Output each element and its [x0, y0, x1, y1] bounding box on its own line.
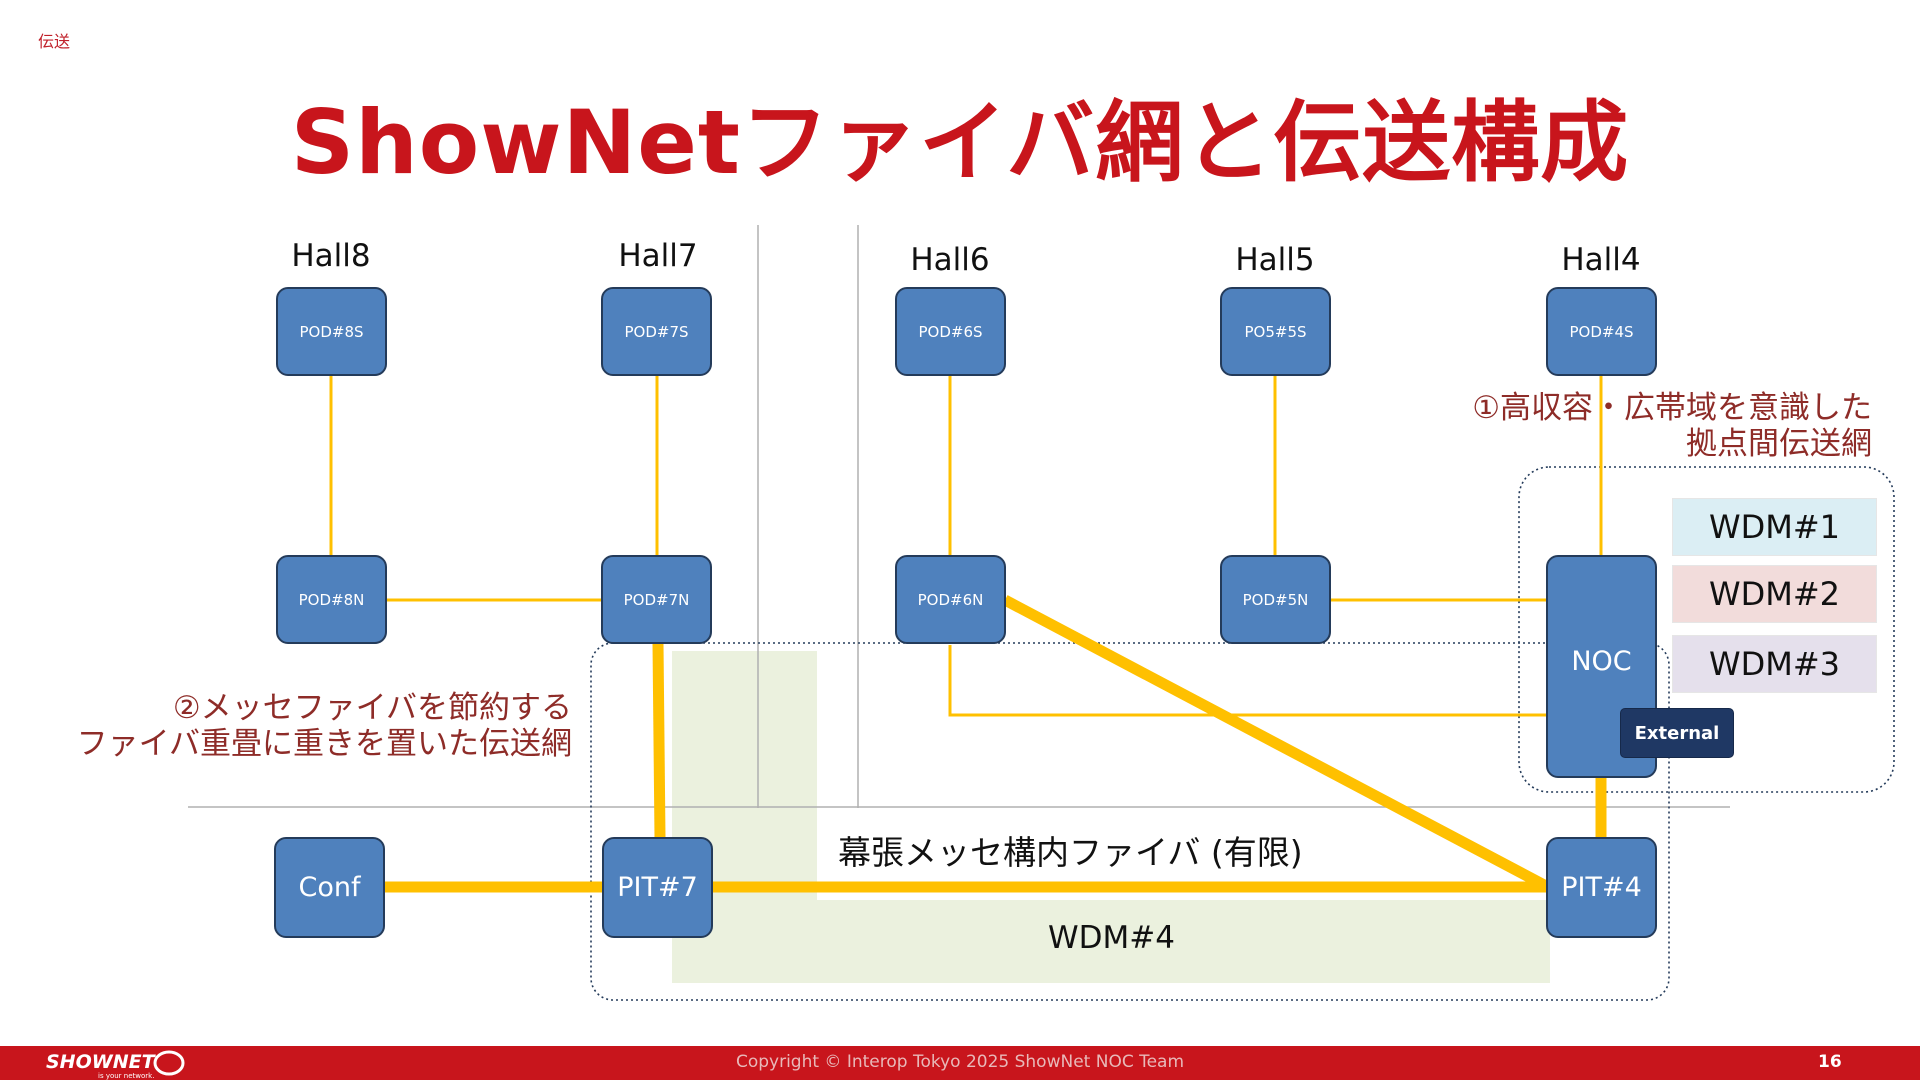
hall-label-7: Hall7 — [618, 238, 698, 274]
wdm3-box: WDM#3 — [1672, 635, 1877, 693]
wdm4-label: WDM#4 — [1048, 920, 1175, 956]
node-pod6n: POD#6N — [895, 555, 1006, 644]
wdm1-box: WDM#1 — [1672, 498, 1877, 556]
group-box-messe — [590, 642, 1670, 1001]
note-2-line-1: ②メッセファイバを節約する — [172, 690, 572, 726]
node-pit4: PIT#4 — [1546, 837, 1657, 938]
node-pit7: PIT#7 — [602, 837, 713, 938]
node-conf: Conf — [274, 837, 385, 938]
page-number: 16 — [1818, 1052, 1842, 1072]
note-1-line-1: ①高収容・広帯域を意識した — [1472, 390, 1872, 426]
wdm4-region-bottom — [672, 900, 1550, 983]
hall-label-5: Hall5 — [1235, 242, 1315, 278]
node-pod8n: POD#8N — [276, 555, 387, 644]
note-1-line-2: 拠点間伝送網 — [1686, 426, 1872, 462]
logo-tagline: is your network. — [98, 1072, 154, 1080]
shownet-logo: SHOWNET is your network. — [46, 1048, 196, 1084]
makuhari-fiber-label: 幕張メッセ構内ファイバ (有限) — [838, 833, 1303, 872]
node-pod7n: POD#7N — [601, 555, 712, 644]
link-pod6n-noc — [948, 645, 1546, 717]
logo-text: SHOWNET — [46, 1051, 157, 1073]
wdm2-box: WDM#2 — [1672, 565, 1877, 623]
hall-label-8: Hall8 — [291, 238, 371, 274]
link-pod6n-pit4 — [1002, 595, 1549, 891]
note-2: ②メッセファイバを節約する ファイバ重畳に重きを置いた伝送網 — [40, 690, 572, 762]
section-tag: 伝送 — [38, 32, 71, 51]
node-pod8s: POD#8S — [276, 287, 387, 376]
note-1: ①高収容・広帯域を意識した 拠点間伝送網 — [1280, 390, 1872, 462]
hall-label-6: Hall6 — [910, 242, 990, 278]
node-pod4s: POD#4S — [1546, 287, 1657, 376]
node-pod7s: POD#7S — [601, 287, 712, 376]
slide-title: ShowNetファイバ網と伝送構成 — [290, 91, 1630, 194]
external-badge: External — [1620, 708, 1734, 758]
link-pod7n-pit7 — [652, 643, 666, 839]
footer-bar: SHOWNET is your network. Copyright © Int… — [0, 1046, 1920, 1080]
node-pod5s: PO5#5S — [1220, 287, 1331, 376]
group-box-noc — [1518, 466, 1895, 793]
hall-label-4: Hall4 — [1561, 242, 1641, 278]
node-pod6s: POD#6S — [895, 287, 1006, 376]
copyright-text: Copyright © Interop Tokyo 2025 ShowNet N… — [735, 1052, 1185, 1072]
note-2-line-2: ファイバ重畳に重きを置いた伝送網 — [76, 726, 572, 762]
node-pod5n: POD#5N — [1220, 555, 1331, 644]
